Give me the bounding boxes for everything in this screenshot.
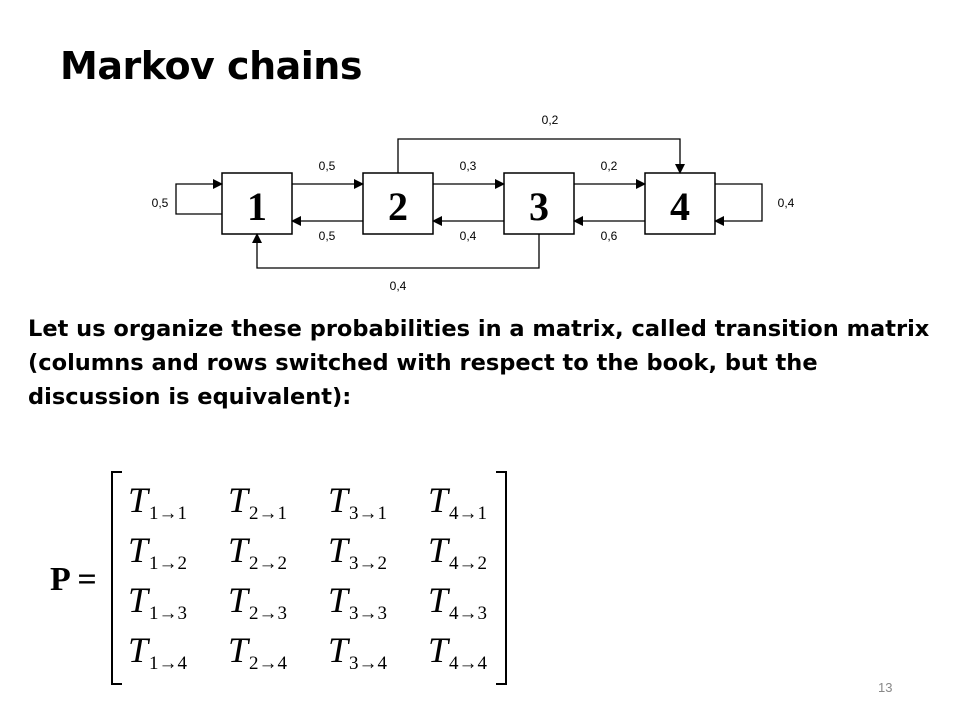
svg-text:P =: P = bbox=[50, 561, 97, 598]
arrow-3-to-1 bbox=[252, 233, 540, 269]
matrix-cell-base: T bbox=[428, 480, 451, 520]
matrix-cell-base: T bbox=[128, 630, 151, 670]
matrix-cell-r3-c2: T2→3 bbox=[228, 580, 287, 624]
matrix-cell-r1-c3: T3→1 bbox=[328, 480, 387, 524]
matrix-cell-base: T bbox=[428, 580, 451, 620]
svg-text:T3→3: T3→3 bbox=[328, 580, 387, 624]
label-4-to-4: 0,4 bbox=[778, 196, 795, 210]
matrix-cell-subscript: 4→2 bbox=[449, 553, 487, 574]
matrix-cell-base: T bbox=[128, 580, 151, 620]
label-3-to-2: 0,4 bbox=[460, 229, 477, 243]
svg-text:T4→2: T4→2 bbox=[428, 530, 487, 574]
state-label-3: 3 bbox=[529, 184, 549, 229]
body-paragraph: Let us organize these probabilities in a… bbox=[28, 316, 930, 410]
matrix-cell-base: T bbox=[328, 530, 351, 570]
slide-title: Markov chains bbox=[60, 44, 362, 88]
matrix-cell-subscript: 4→4 bbox=[449, 653, 488, 674]
matrix-label: P = bbox=[50, 561, 97, 598]
matrix-cell-r4-c4: T4→4 bbox=[428, 630, 488, 674]
state-label-4: 4 bbox=[670, 184, 690, 229]
svg-text:T3→4: T3→4 bbox=[328, 630, 388, 674]
matrix-cell-base: T bbox=[228, 580, 251, 620]
svg-text:T2→2: T2→2 bbox=[228, 530, 287, 574]
left-bracket bbox=[111, 471, 122, 685]
matrix-cell-subscript: 3→4 bbox=[349, 653, 388, 674]
state-label-1: 1 bbox=[247, 184, 267, 229]
state-box-3: 3 bbox=[503, 172, 575, 235]
matrix-cell-base: T bbox=[228, 480, 251, 520]
svg-text:T1→4: T1→4 bbox=[128, 630, 188, 674]
matrix-cell-subscript: 4→1 bbox=[449, 503, 487, 524]
arrow-1-to-1 bbox=[175, 179, 223, 215]
matrix-cell-r3-c3: T3→3 bbox=[328, 580, 387, 624]
svg-text:T1→3: T1→3 bbox=[128, 580, 187, 624]
matrix-cell-subscript: 1→2 bbox=[149, 553, 187, 574]
state-label-2: 2 bbox=[388, 184, 408, 229]
markov-chain-diagram: 1 2 3 4 0,5 0,5 0,5 0,3 0,2 0,4 0,2 0,4 … bbox=[152, 113, 795, 293]
matrix-cell-r3-c4: T4→3 bbox=[428, 580, 487, 624]
label-1-to-1: 0,5 bbox=[152, 196, 169, 210]
matrix-cell-base: T bbox=[328, 580, 351, 620]
state-box-4: 4 bbox=[644, 172, 716, 235]
svg-text:T2→3: T2→3 bbox=[228, 580, 287, 624]
label-1-to-2: 0,5 bbox=[319, 159, 336, 173]
right-bracket bbox=[496, 471, 507, 685]
svg-text:T2→4: T2→4 bbox=[228, 630, 288, 674]
matrix-cell-subscript: 2→3 bbox=[249, 603, 287, 624]
matrix-cell-r1-c1: T1→1 bbox=[128, 480, 187, 524]
matrix-cell-r1-c4: T4→1 bbox=[428, 480, 487, 524]
matrix-cell-subscript: 1→1 bbox=[149, 503, 187, 524]
matrix-cell-subscript: 2→4 bbox=[249, 653, 288, 674]
svg-text:T3→1: T3→1 bbox=[328, 480, 387, 524]
svg-text:T4→3: T4→3 bbox=[428, 580, 487, 624]
svg-text:T1→1: T1→1 bbox=[128, 480, 187, 524]
matrix-cell-r2-c3: T3→2 bbox=[328, 530, 387, 574]
matrix-cell-base: T bbox=[128, 480, 151, 520]
matrix-cell-base: T bbox=[128, 530, 151, 570]
matrix-cell-base: T bbox=[428, 530, 451, 570]
svg-text:T1→2: T1→2 bbox=[128, 530, 187, 574]
matrix-cell-subscript: 3→1 bbox=[349, 503, 387, 524]
matrix-cell-base: T bbox=[328, 630, 351, 670]
svg-text:T2→1: T2→1 bbox=[228, 480, 287, 524]
matrix-cell-subscript: 1→3 bbox=[149, 603, 187, 624]
label-3-to-4: 0,2 bbox=[601, 159, 618, 173]
matrix-cell-base: T bbox=[328, 480, 351, 520]
matrix-cell-subscript: 4→3 bbox=[449, 603, 487, 624]
arrow-4-to-4 bbox=[714, 183, 763, 226]
label-4-to-3: 0,6 bbox=[601, 229, 618, 243]
svg-text:T3→2: T3→2 bbox=[328, 530, 387, 574]
matrix-cell-r1-c2: T2→1 bbox=[228, 480, 287, 524]
svg-text:T4→4: T4→4 bbox=[428, 630, 488, 674]
matrix-cell-subscript: 3→2 bbox=[349, 553, 387, 574]
label-2-to-4: 0,2 bbox=[542, 113, 559, 127]
state-box-2: 2 bbox=[362, 172, 434, 235]
matrix-cell-subscript: 2→1 bbox=[249, 503, 287, 524]
matrix-cell-base: T bbox=[228, 530, 251, 570]
matrix-cell-r4-c1: T1→4 bbox=[128, 630, 188, 674]
matrix-cell-base: T bbox=[228, 630, 251, 670]
label-2-to-3: 0,3 bbox=[460, 159, 477, 173]
matrix-cell-subscript: 2→2 bbox=[249, 553, 287, 574]
matrix-cell-r2-c1: T1→2 bbox=[128, 530, 187, 574]
matrix-cell-r3-c1: T1→3 bbox=[128, 580, 187, 624]
label-2-to-1: 0,5 bbox=[319, 229, 336, 243]
matrix-cell-r4-c3: T3→4 bbox=[328, 630, 388, 674]
label-3-to-1: 0,4 bbox=[390, 279, 407, 293]
matrix-cell-subscript: 1→4 bbox=[149, 653, 188, 674]
state-box-1: 1 bbox=[221, 172, 293, 235]
svg-text:T4→1: T4→1 bbox=[428, 480, 487, 524]
matrix-cell-subscript: 3→3 bbox=[349, 603, 387, 624]
matrix-cell-r4-c2: T2→4 bbox=[228, 630, 288, 674]
matrix-cell-base: T bbox=[428, 630, 451, 670]
matrix-cell-r2-c4: T4→2 bbox=[428, 530, 487, 574]
arrow-2-to-4 bbox=[397, 138, 685, 174]
matrix-cell-r2-c2: T2→2 bbox=[228, 530, 287, 574]
page-number: 13 bbox=[878, 680, 893, 695]
